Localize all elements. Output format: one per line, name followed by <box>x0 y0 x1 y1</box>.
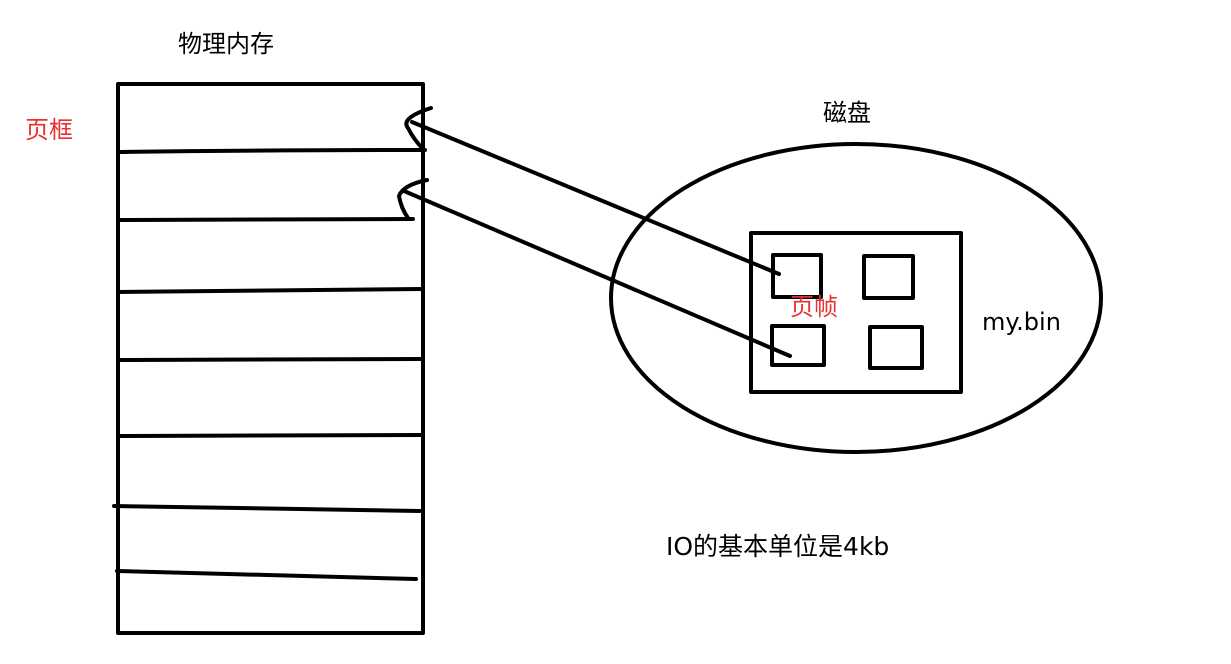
file-page-block <box>770 324 826 367</box>
memory-frame-divider <box>112 504 422 513</box>
mapping-arrows <box>397 106 792 358</box>
physical-memory <box>112 82 427 635</box>
page-label: 页帧 <box>790 293 838 321</box>
memory-frame-divider <box>117 357 423 362</box>
memory-frame-divider <box>115 569 418 581</box>
io-note: IO的基本单位是4kb <box>666 532 889 561</box>
memory-frame-divider <box>117 433 423 438</box>
arrow-lower-head <box>397 178 429 220</box>
page-frame-label: 页框 <box>25 116 73 144</box>
arrow-lower-line <box>402 189 792 358</box>
disk <box>609 142 1103 454</box>
disk-ellipse <box>609 142 1103 454</box>
memory-title: 物理内存 <box>178 30 274 58</box>
memory-frame-divider <box>117 287 425 294</box>
memory-frame-divider <box>117 217 415 222</box>
memory-frame-divider <box>117 148 427 154</box>
file-box <box>749 231 963 394</box>
file-page-block <box>868 325 924 370</box>
file-name: my.bin <box>982 308 1061 336</box>
disk-title: 磁盘 <box>823 99 871 127</box>
file-page-block <box>771 253 823 299</box>
file-page-block <box>862 254 915 300</box>
arrow-upper-line <box>410 120 781 276</box>
arrow-upper-head <box>404 106 433 152</box>
